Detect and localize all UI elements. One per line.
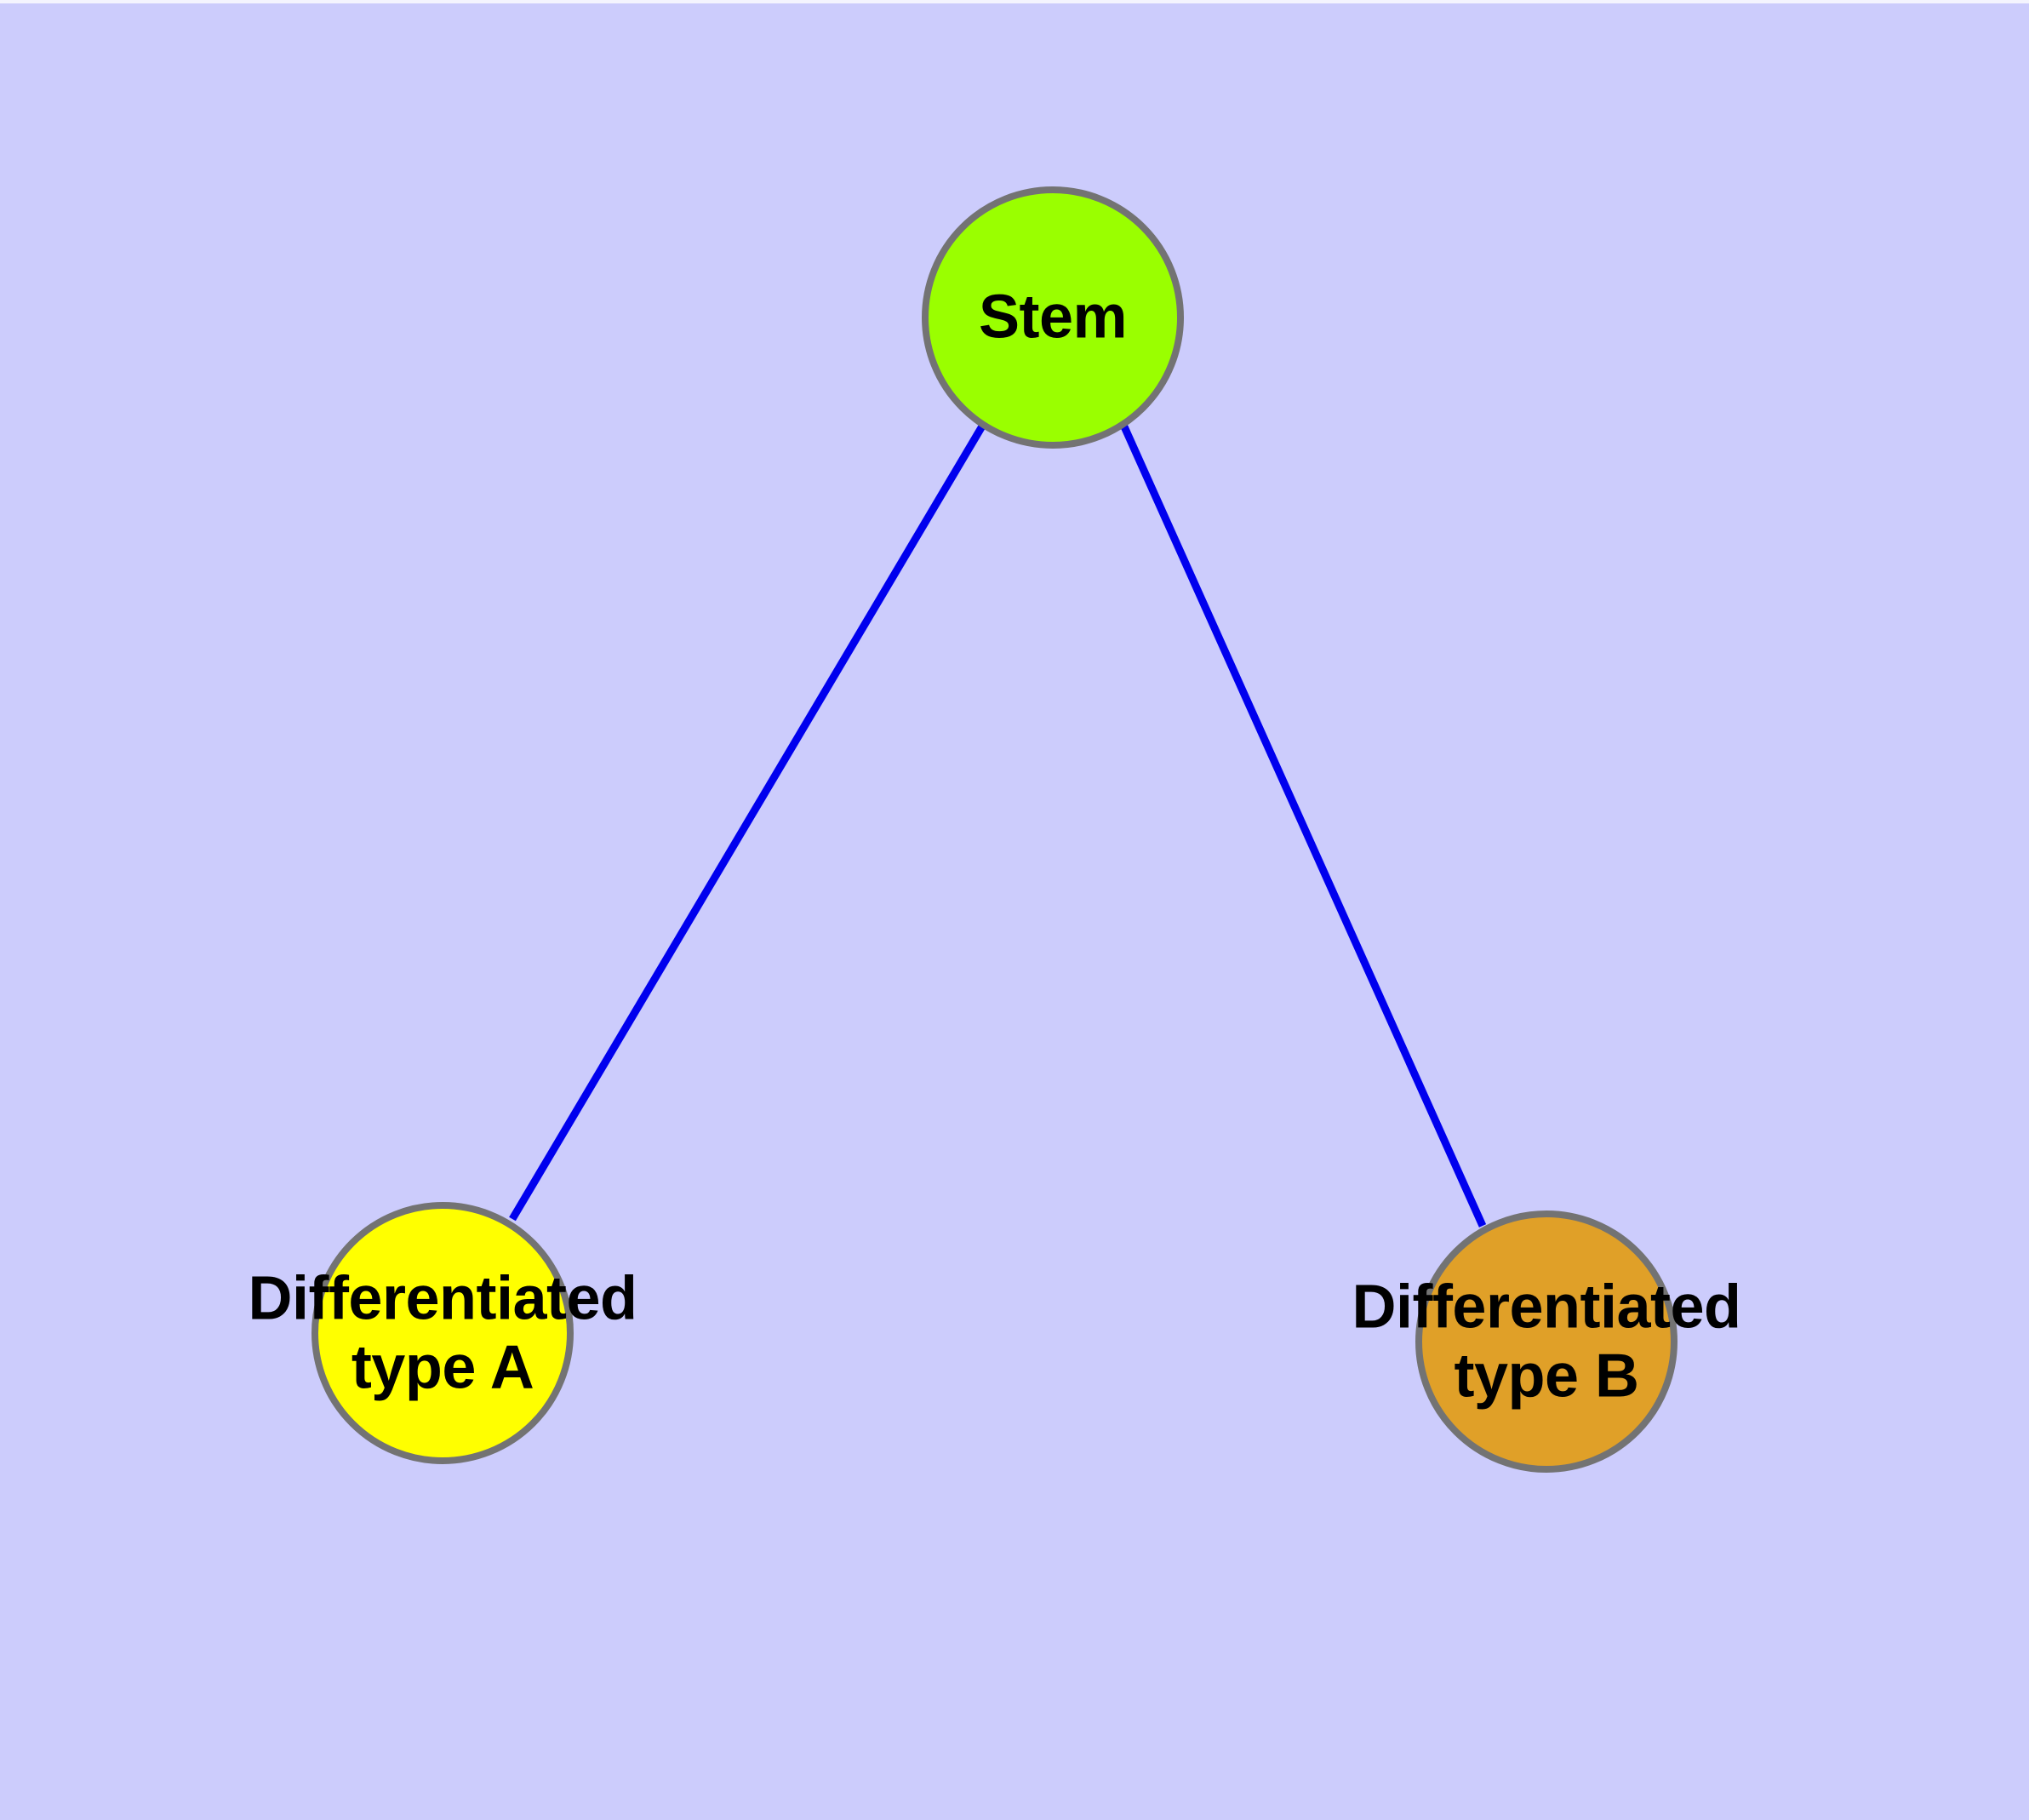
edge-stem-to-diff-b[interactable] xyxy=(1119,423,1487,1228)
node-differentiated-type-a[interactable] xyxy=(311,1202,574,1464)
node-layer xyxy=(311,186,1677,1473)
edge-stem-to-diff-a[interactable] xyxy=(509,422,986,1222)
node-differentiated-type-b[interactable] xyxy=(1415,1210,1677,1473)
node-stem[interactable] xyxy=(922,186,1184,449)
edge-layer xyxy=(509,422,1487,1228)
canvas-top-edge-strip xyxy=(0,0,2029,3)
